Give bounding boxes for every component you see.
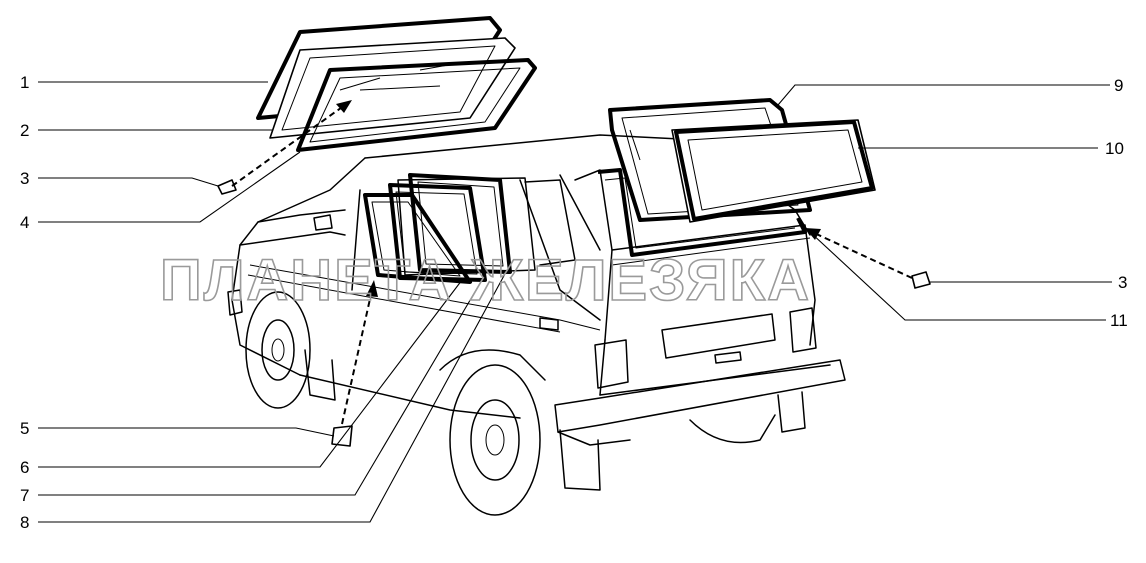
side-glass-group (363, 173, 512, 284)
callout-3: 3 (20, 169, 29, 188)
rear-glass-group (597, 98, 876, 257)
roof-glass-group (256, 16, 537, 152)
callout-7: 7 (20, 486, 29, 505)
callout-11: 11 (1110, 311, 1128, 330)
callout-3-rear: 3 (1118, 273, 1127, 292)
callout-5: 5 (20, 419, 29, 438)
callout-6: 6 (20, 458, 29, 477)
assembly-arrows (231, 100, 913, 425)
callout-8: 8 (20, 513, 29, 532)
rear-seal-outer (608, 98, 812, 222)
clip-rear (911, 271, 931, 289)
callout-2: 2 (20, 121, 29, 140)
rear-seal-inner (597, 168, 807, 257)
callout-9: 9 (1114, 76, 1123, 95)
watermark-text: ПЛАНЕТА ЖЕЛЕЗЯКА (160, 248, 811, 313)
callout-1: 1 (20, 73, 29, 92)
clip-parts (217, 179, 931, 447)
callout-4: 4 (20, 213, 29, 232)
callout-labels: 1 2 3 4 5 6 7 8 9 10 3 11 (20, 73, 1128, 532)
vehicle-body (227, 134, 846, 516)
roof-seal-inner (296, 58, 537, 152)
side-seal-8 (408, 173, 512, 274)
clip-roof (217, 179, 237, 195)
side-glass-7 (388, 183, 487, 282)
callout-10: 10 (1105, 139, 1124, 158)
leader-lines (38, 81, 1112, 523)
